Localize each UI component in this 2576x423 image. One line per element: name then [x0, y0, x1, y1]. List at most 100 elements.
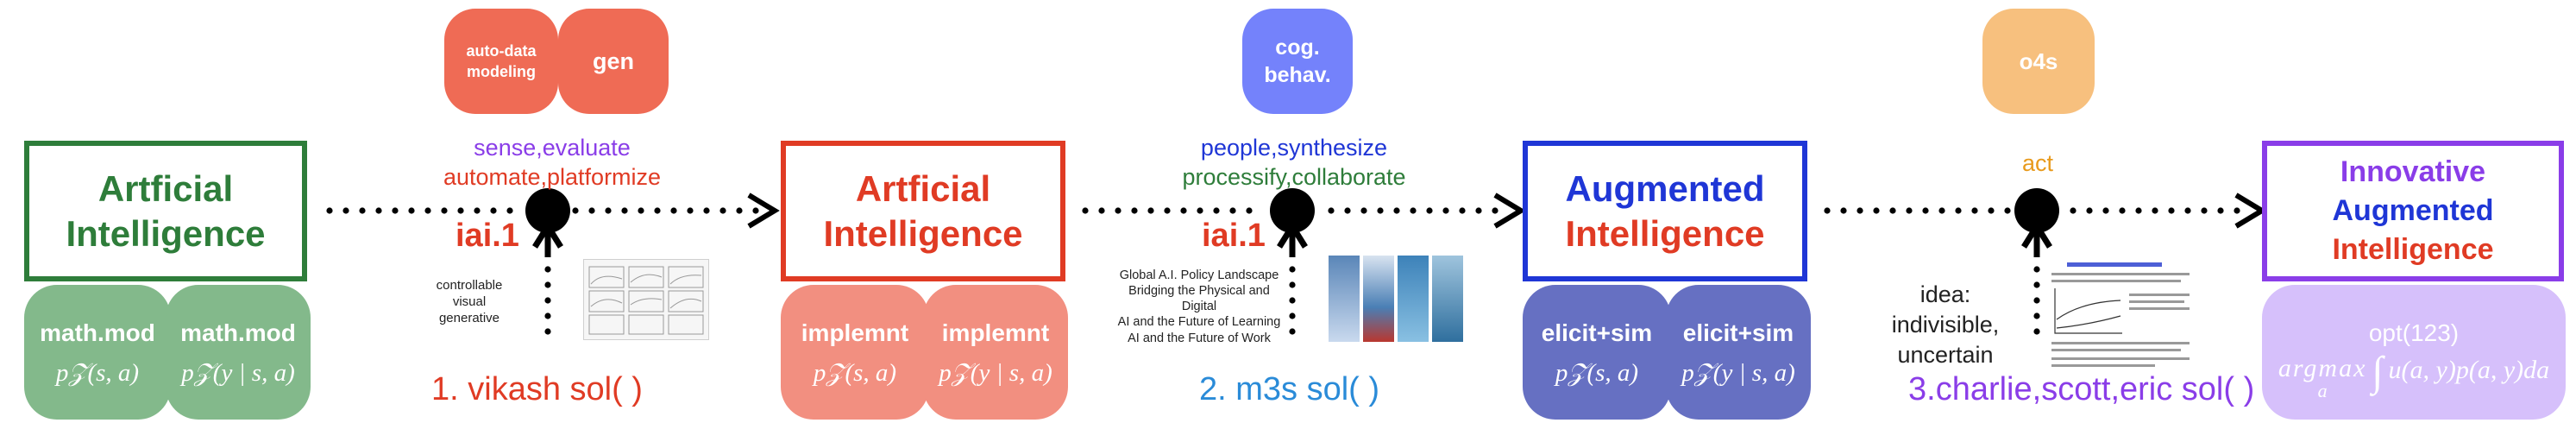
stage-4-title-line2: Augmented [2332, 193, 2494, 227]
connector-dot [1213, 207, 1220, 214]
connector-dot [1393, 207, 1400, 214]
document-sketch [2051, 262, 2190, 367]
stage-2-title-line2: Intelligence [823, 212, 1023, 254]
card-title: implemnt [801, 319, 909, 346]
vertical-dot [2033, 266, 2040, 273]
stage-3-title-line1: Augmented [1565, 168, 1765, 210]
connector-2-dots [1082, 207, 1498, 214]
argmax-subscript: a [2317, 380, 2328, 401]
connector-dot [1426, 207, 1433, 214]
connector-dot [752, 207, 759, 214]
connector-dot [588, 207, 595, 214]
connector-dot [490, 207, 497, 214]
vertical-dot [1289, 266, 1296, 273]
integral-sign: ∫ [2372, 349, 2384, 395]
connector-dot [572, 207, 579, 214]
connector-dot [392, 207, 399, 214]
stage-1-title-line1: Artficial [97, 168, 234, 210]
actor-figure-1 [525, 188, 570, 257]
pill-auto-data-modeling: auto-data modeling [444, 9, 558, 114]
vertical-dot [544, 281, 551, 288]
connector-dot [1459, 207, 1466, 214]
connector-dot [703, 207, 710, 214]
connector-dot [1197, 207, 1203, 214]
connector-1-verbs-line1: sense,evaluate [474, 135, 631, 161]
vertical-dot [1289, 328, 1296, 335]
caption-line: uncertain [1897, 342, 1994, 369]
connector-dot [1360, 207, 1367, 214]
connector-dot [1344, 207, 1351, 214]
vertical-dot [544, 313, 551, 319]
connector-dot [1328, 207, 1335, 214]
caption-line: idea: [1919, 281, 1971, 307]
pill-cog-behav: cog. behav. [1242, 9, 1353, 114]
connector-2-solution: 2. m3s sol( ) [1199, 371, 1380, 407]
connector-dot [506, 207, 513, 214]
connector-1-thumbnail [583, 259, 709, 340]
stage-3-box: Augmented Intelligence [1523, 141, 1807, 281]
connector-1-solution: 1. vikash sol( ) [431, 371, 643, 407]
connector-dot [1115, 207, 1122, 214]
stage-2-card-2: implemnt p𝒵(y | s, a) [923, 285, 1068, 420]
connector-2-thumbnails [1329, 256, 1463, 342]
connector-dot [457, 207, 464, 214]
vertical-dot [2033, 328, 2040, 335]
connector-1-dots [326, 207, 759, 214]
connector-dot [424, 207, 431, 214]
integrand: u(a, y)p(a, y)da [2388, 356, 2550, 384]
connector-dot [1824, 207, 1831, 214]
connector-dot [2102, 207, 2109, 214]
connector-2-iai-label: iai.1 [1202, 218, 1266, 254]
connector-dot [359, 207, 366, 214]
connector-dot [1098, 207, 1105, 214]
thumbnail-image [1398, 256, 1429, 342]
connector-dot [2004, 207, 2011, 214]
actor-figure-2 [1270, 188, 1315, 257]
stage-3-card-1: elicit+sim p𝒵(s, a) [1523, 285, 1671, 420]
connector-dot [1180, 207, 1187, 214]
connector-dot [408, 207, 415, 214]
stage-3-title-line2: Intelligence [1565, 212, 1765, 254]
topic-item: AI and the Future of Work [1128, 331, 1271, 345]
connector-dot [2152, 207, 2158, 214]
connector-dot [2184, 207, 2191, 214]
arrow-head-1 [747, 193, 780, 229]
vertical-dot [2033, 297, 2040, 304]
connector-dot [2168, 207, 2175, 214]
connector-dot [1988, 207, 1995, 214]
connector-dot [1377, 207, 1384, 214]
connector-3-verb: act [2021, 150, 2054, 176]
connector-1-verbs-line2: automate,platformize [443, 164, 662, 190]
thumbnail-image [1329, 256, 1360, 342]
vertical-dot [1289, 281, 1296, 288]
caption-line: indivisible, [1891, 312, 2000, 338]
thumbnail-image [1363, 256, 1394, 342]
connector-dot [621, 207, 628, 214]
card-title: math.mod [40, 319, 155, 346]
connector-dot [670, 207, 677, 214]
vertical-dot [2033, 313, 2040, 319]
connector-dot [2201, 207, 2208, 214]
connector-dot [342, 207, 349, 214]
stage-1-title-line2: Intelligence [66, 212, 266, 254]
argmax-label: argmax [2278, 354, 2367, 382]
connector-dot [1889, 207, 1896, 214]
connector-dot [1873, 207, 1880, 214]
connector-dot [441, 207, 448, 214]
stage-4-box: Innovative Augmented Intelligence [2262, 141, 2564, 281]
connector-dot [719, 207, 726, 214]
thumbnail-sketch [588, 266, 704, 335]
connector-3-solution: 3.charlie,scott,eric sol( ) [1908, 371, 2255, 407]
connector-dot [1971, 207, 1978, 214]
stage-4-card: opt(123) argmax a ∫ u(a, y)p(a, y)da [2262, 285, 2566, 420]
stage-1-card-2: math.mod p𝒵(y | s, a) [166, 285, 311, 420]
vertical-dot [1289, 297, 1296, 304]
connector-dot [2217, 207, 2224, 214]
connector-dot [1492, 207, 1498, 214]
connector-dot [2234, 207, 2240, 214]
vertical-dot [544, 297, 551, 304]
stage-2-card-1: implemnt p𝒵(s, a) [781, 285, 929, 420]
connector-dot [1229, 207, 1236, 214]
connector-dot [1410, 207, 1417, 214]
